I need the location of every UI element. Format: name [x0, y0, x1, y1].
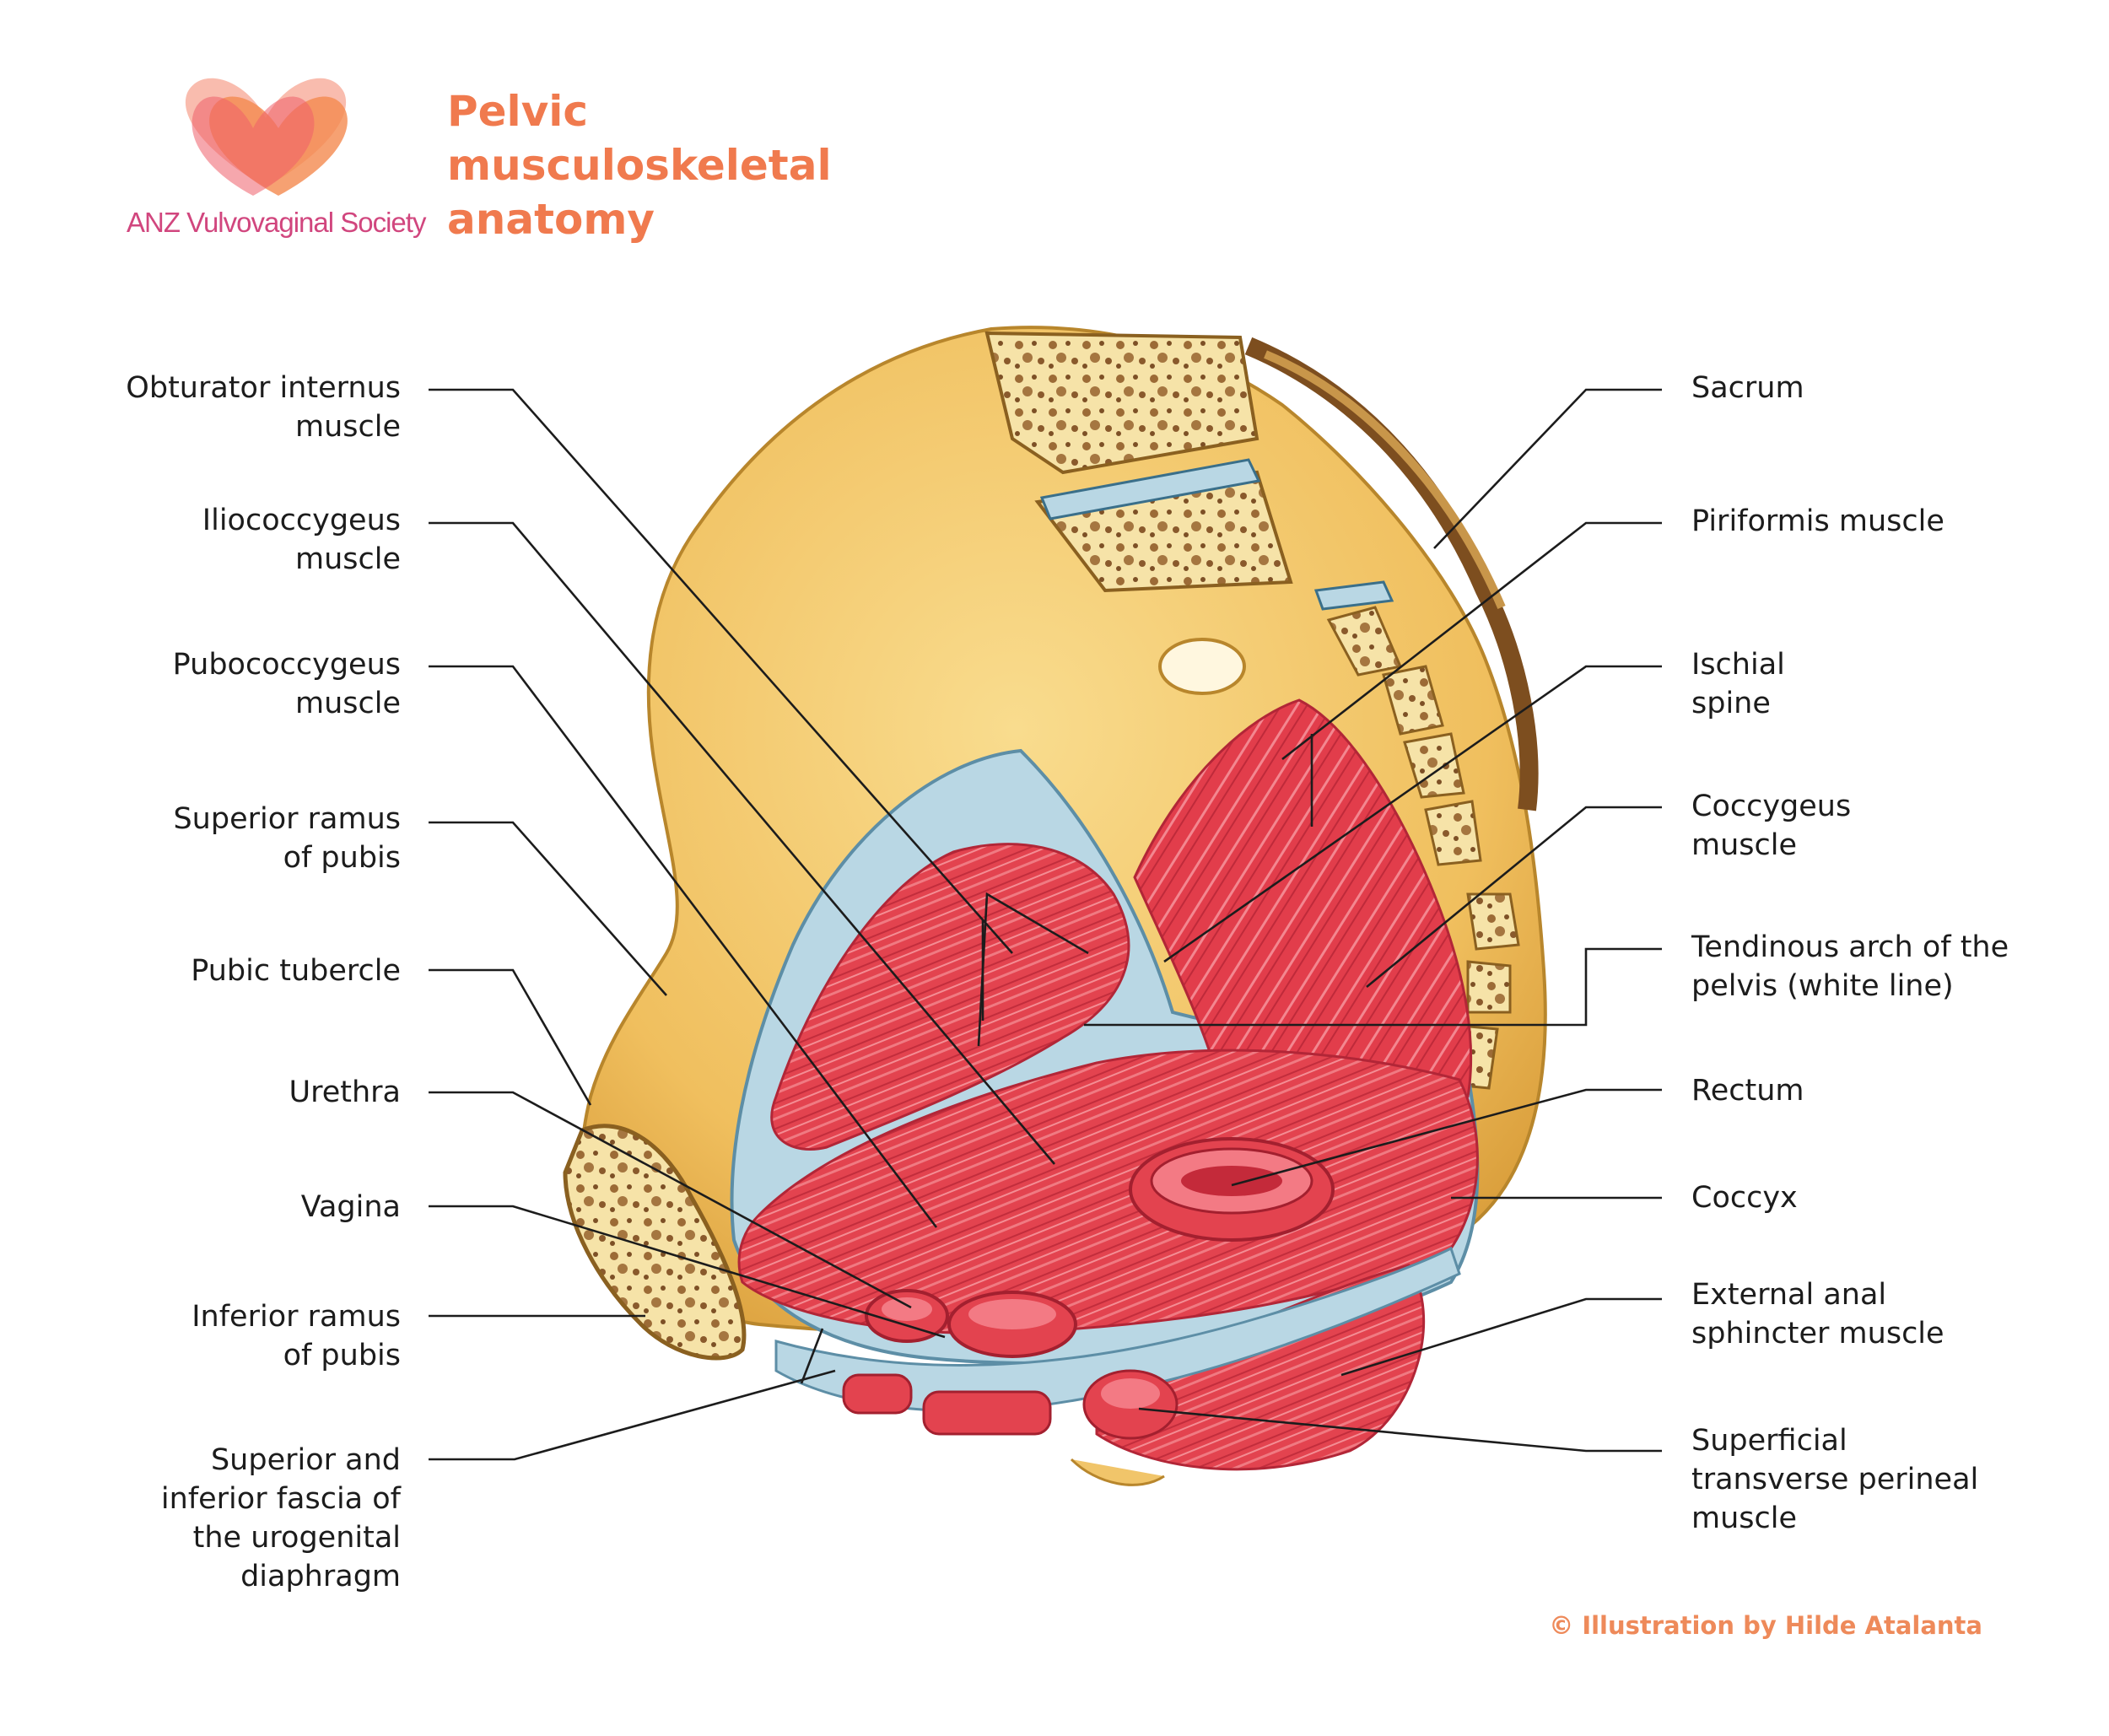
obturator-internus-label: Obturator internus muscle	[126, 369, 401, 446]
sacrum	[984, 331, 1539, 866]
label-line: Iliococcygeus	[202, 504, 401, 537]
label-line: Pubococcygeus	[172, 648, 401, 682]
sacral-foramen	[1158, 638, 1246, 695]
label-line: sphincter muscle	[1691, 1317, 1944, 1351]
urogenital-fascia-label: Superior and inferior fascia of the urog…	[161, 1441, 401, 1596]
sacrum-label: Sacrum	[1691, 369, 1804, 407]
superior-ramus-label: Superior ramus of pubis	[173, 800, 401, 877]
pubic-bone	[563, 1124, 747, 1361]
label-line: Coccygeus	[1691, 790, 1852, 823]
label-line: Superior and	[210, 1443, 401, 1477]
label-line: Tendinous arch of the	[1691, 930, 2009, 964]
perineal-muscles	[842, 1369, 1179, 1486]
heart-logo-icon	[185, 78, 348, 196]
label-line: Sacrum	[1691, 371, 1804, 405]
levator-ani-muscle	[737, 1049, 1479, 1335]
label-line: Piriformis muscle	[1691, 504, 1944, 538]
iliococcygeus-label: Iliococcygeus muscle	[202, 501, 401, 579]
obturator-internus-muscle	[770, 843, 1130, 1151]
label-line: inferior fascia of	[160, 1482, 401, 1516]
label-line: diaphragm	[240, 1560, 401, 1593]
label-line: Pubic tubercle	[191, 954, 401, 988]
superficial-transverse-perineal-label: Superficial transverse perineal muscle	[1691, 1421, 1978, 1538]
leader-lines	[429, 388, 1662, 1461]
label-line: transverse perineal	[1691, 1463, 1979, 1496]
pubococcygeus-label: Pubococcygeus muscle	[173, 645, 401, 723]
label-line: External anal	[1691, 1278, 1887, 1312]
rectum	[1129, 1137, 1335, 1242]
label-line: the urogenital	[192, 1521, 401, 1555]
inferior-ramus-label: Inferior ramus of pubis	[191, 1297, 401, 1375]
label-line: Obturator internus	[126, 371, 401, 405]
label-line: muscle	[294, 542, 401, 576]
tendinous-arch-label: Tendinous arch of the pelvis (white line…	[1691, 928, 2009, 1005]
label-line: muscle	[1691, 1501, 1798, 1535]
label-line: of pubis	[283, 1339, 401, 1372]
label-line: of pubis	[283, 841, 401, 875]
label-line: spine	[1691, 687, 1771, 720]
label-line: Vagina	[300, 1190, 401, 1224]
label-line: muscle	[294, 687, 401, 720]
label-line: Ischial	[1691, 648, 1785, 682]
label-line: Superficial	[1691, 1424, 1847, 1458]
illustration-credit: © Illustration by Hilde Atalanta	[1549, 1611, 1982, 1640]
pubic-tubercle-label: Pubic tubercle	[191, 952, 401, 990]
label-line: muscle	[1691, 828, 1798, 862]
label-line: Superior ramus	[173, 802, 401, 836]
coccyx-label: Coccyx	[1691, 1178, 1798, 1217]
org-name: ANZ Vulvovaginal Society	[127, 207, 426, 238]
title-line: Pelvic	[447, 87, 589, 136]
external-anal-sphincter-label: External anal sphincter muscle	[1691, 1275, 1944, 1353]
urethra	[865, 1289, 949, 1343]
label-line: Inferior ramus	[191, 1300, 401, 1334]
urethra-label: Urethra	[289, 1073, 401, 1112]
coccygeus-label: Coccygeus muscle	[1691, 787, 1851, 865]
ischial-spine-label: Ischial spine	[1691, 645, 1785, 723]
label-line: pelvis (white line)	[1691, 969, 1954, 1003]
title-line: anatomy	[447, 195, 655, 244]
page-title: Pelvic musculoskeletal anatomy	[447, 84, 832, 246]
label-line: Coccyx	[1691, 1181, 1798, 1215]
label-line: Urethra	[289, 1076, 401, 1109]
piriformis-label: Piriformis muscle	[1691, 502, 1944, 541]
vagina	[947, 1291, 1077, 1358]
label-line: Rectum	[1691, 1074, 1804, 1108]
rectum-label: Rectum	[1691, 1071, 1804, 1110]
vagina-label: Vagina	[301, 1188, 401, 1227]
title-line: musculoskeletal	[447, 141, 832, 190]
label-line: muscle	[294, 410, 401, 444]
